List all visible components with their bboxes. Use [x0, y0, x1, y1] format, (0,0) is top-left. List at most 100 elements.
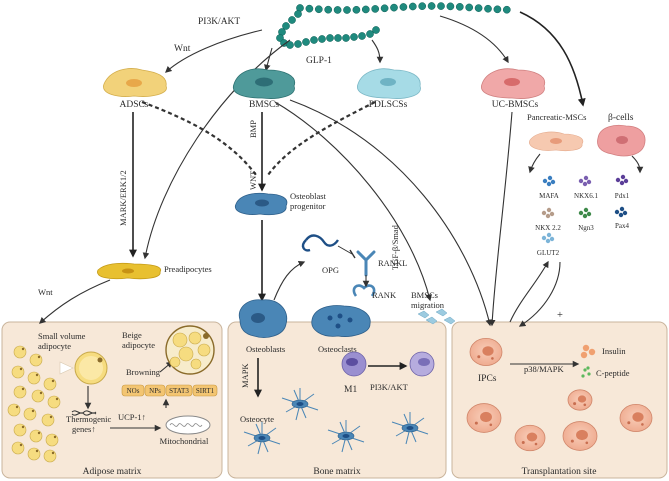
bmscs-migration: BMSCs migration [411, 290, 456, 325]
pancreatic-mscs: Pancreatic-MSCs [527, 112, 587, 152]
pdlscs-label: PDLSCSs [369, 100, 408, 110]
chain-bead [302, 38, 310, 46]
small-adipocyte [43, 377, 57, 391]
wnt-label-top: Wnt [174, 44, 191, 54]
small-adipocyte-nucleus [15, 405, 19, 409]
chain-bead [334, 34, 342, 42]
small-adipocyte-nucleus [49, 415, 53, 419]
chain-bead [371, 5, 380, 13]
small-adipocyte-nucleus [51, 451, 55, 455]
chain-bead [372, 26, 380, 34]
chain-bead [465, 3, 474, 12]
small-adipocyte-nucleus [37, 355, 41, 359]
beige-label-1: Beige [122, 330, 142, 340]
mitochondrion: Mitochondrial [160, 415, 211, 446]
plus-sign: + [557, 310, 563, 321]
chain-bead [276, 34, 284, 42]
chain-bead [305, 4, 314, 13]
bmscs-cell: BMSCs [232, 68, 296, 110]
chain-bead [502, 5, 511, 14]
transplantation-site-panel: Transplantation site [451, 321, 668, 479]
chain-bead [493, 5, 502, 14]
browning-label: Browning [126, 367, 161, 377]
chain-bead [288, 16, 296, 24]
small-adipocyte-nucleus [51, 379, 55, 383]
bmscs-migration-label-1: BMSCs [411, 290, 438, 300]
ipc-cell [466, 403, 502, 433]
gene-glut2: GLUT2 [537, 232, 560, 257]
small-adipocyte [13, 345, 27, 359]
chain-bead [294, 10, 302, 18]
osteoblast-progenitor-cell: Osteoblast progenitor [234, 191, 327, 216]
ipc-cells [466, 337, 653, 452]
m2-macrophage [409, 351, 435, 377]
chain-bead [286, 41, 294, 49]
rank-receptor: RANK [352, 284, 397, 300]
osteoblast-to-opg-arrow [273, 261, 306, 301]
genes-to-ipcs-arrow [518, 261, 561, 327]
osteoblasts-cell: Osteoblasts [238, 299, 288, 354]
chain-bead [358, 32, 366, 40]
rank-label: RANK [372, 290, 397, 300]
small-adipocyte [13, 385, 27, 399]
m1-macrophage: M1 [341, 351, 367, 395]
ipcs-to-genes-arrow [509, 260, 549, 323]
bmscs-label: BMSCs [249, 100, 279, 110]
ipcs-label: IPCs [478, 374, 497, 384]
gene-pdx1: Pdx1 [615, 174, 630, 200]
chain-bead [474, 4, 483, 12]
uc-bmscs-label: UC-BMSCs [492, 100, 539, 110]
mitochondrial-label: Mitochondrial [160, 436, 209, 446]
small-adipocyte-nucleus [37, 431, 41, 435]
beta-cells: β-cells [597, 113, 646, 157]
ipc-cell [514, 424, 546, 452]
beige-adipocyte [165, 325, 215, 375]
chain-bead [318, 35, 326, 43]
osteocyte-label: Osteocyte [240, 414, 274, 424]
chain-bead [314, 5, 323, 14]
chain-bead [437, 2, 445, 10]
c-peptide-granules: C-peptide [581, 366, 630, 378]
mapk-erk-label: MARK/ERK1/2 [118, 170, 128, 226]
small-adipocyte [11, 441, 25, 455]
pancreatic-mscs-label: Pancreatic-MSCs [527, 112, 587, 122]
chain-bead [418, 2, 427, 10]
osteoclasts-cell: Osteoclasts [311, 305, 371, 354]
stem-cell-arrows [129, 99, 513, 327]
osteocyte-cell [243, 422, 281, 455]
beta-cells-label: β-cells [608, 113, 634, 123]
gene-pax4: Pax4 [614, 206, 630, 230]
chain-bead [399, 3, 408, 11]
pi3k-akt-label-top: PI3K/AKT [198, 17, 240, 27]
opg-molecule: OPG [301, 234, 339, 275]
chain-bead [380, 4, 389, 13]
chain-bead [282, 22, 290, 30]
chain-bead [294, 40, 302, 48]
small-adipocyte-nucleus [21, 347, 25, 351]
osteoblast-progenitor-label-2: progenitor [290, 201, 326, 211]
small-volume-label-1: Small volume [38, 331, 86, 341]
small-adipocyte [7, 403, 21, 417]
small-adipocyte-nucleus [39, 391, 43, 395]
small-adipocyte [43, 449, 57, 463]
top-arrows [142, 11, 586, 260]
small-adipocyte-nucleus [53, 435, 57, 439]
adscs-label: ADSCs [119, 100, 148, 110]
gene-label-nkx22: NKX 2.2 [535, 224, 561, 232]
transplant-content: IPCs p38/MAPK Insulin C-peptide [466, 337, 653, 452]
adipose-content: Small volume adipocyte Thermogenic genes… [7, 325, 218, 463]
adipose-matrix-label: Adipose matrix [83, 467, 142, 477]
small-adipocyte-nucleus [19, 367, 23, 371]
gene-label-pax4: Pax4 [615, 222, 630, 230]
rankl-receptor: RANKL [356, 250, 407, 277]
small-adipocyte-nucleus [35, 373, 39, 377]
rankl-label: RANKL [378, 258, 407, 268]
glp1-bead-chain [276, 2, 511, 49]
gene-label-pdx1: Pdx1 [615, 192, 630, 200]
ipc-cell [562, 421, 598, 451]
chain-bead [446, 2, 455, 11]
bone-matrix-panel: Bone matrix [227, 321, 447, 479]
osteoclasts-label: Osteoclasts [318, 344, 357, 354]
chain-bead [366, 30, 374, 38]
